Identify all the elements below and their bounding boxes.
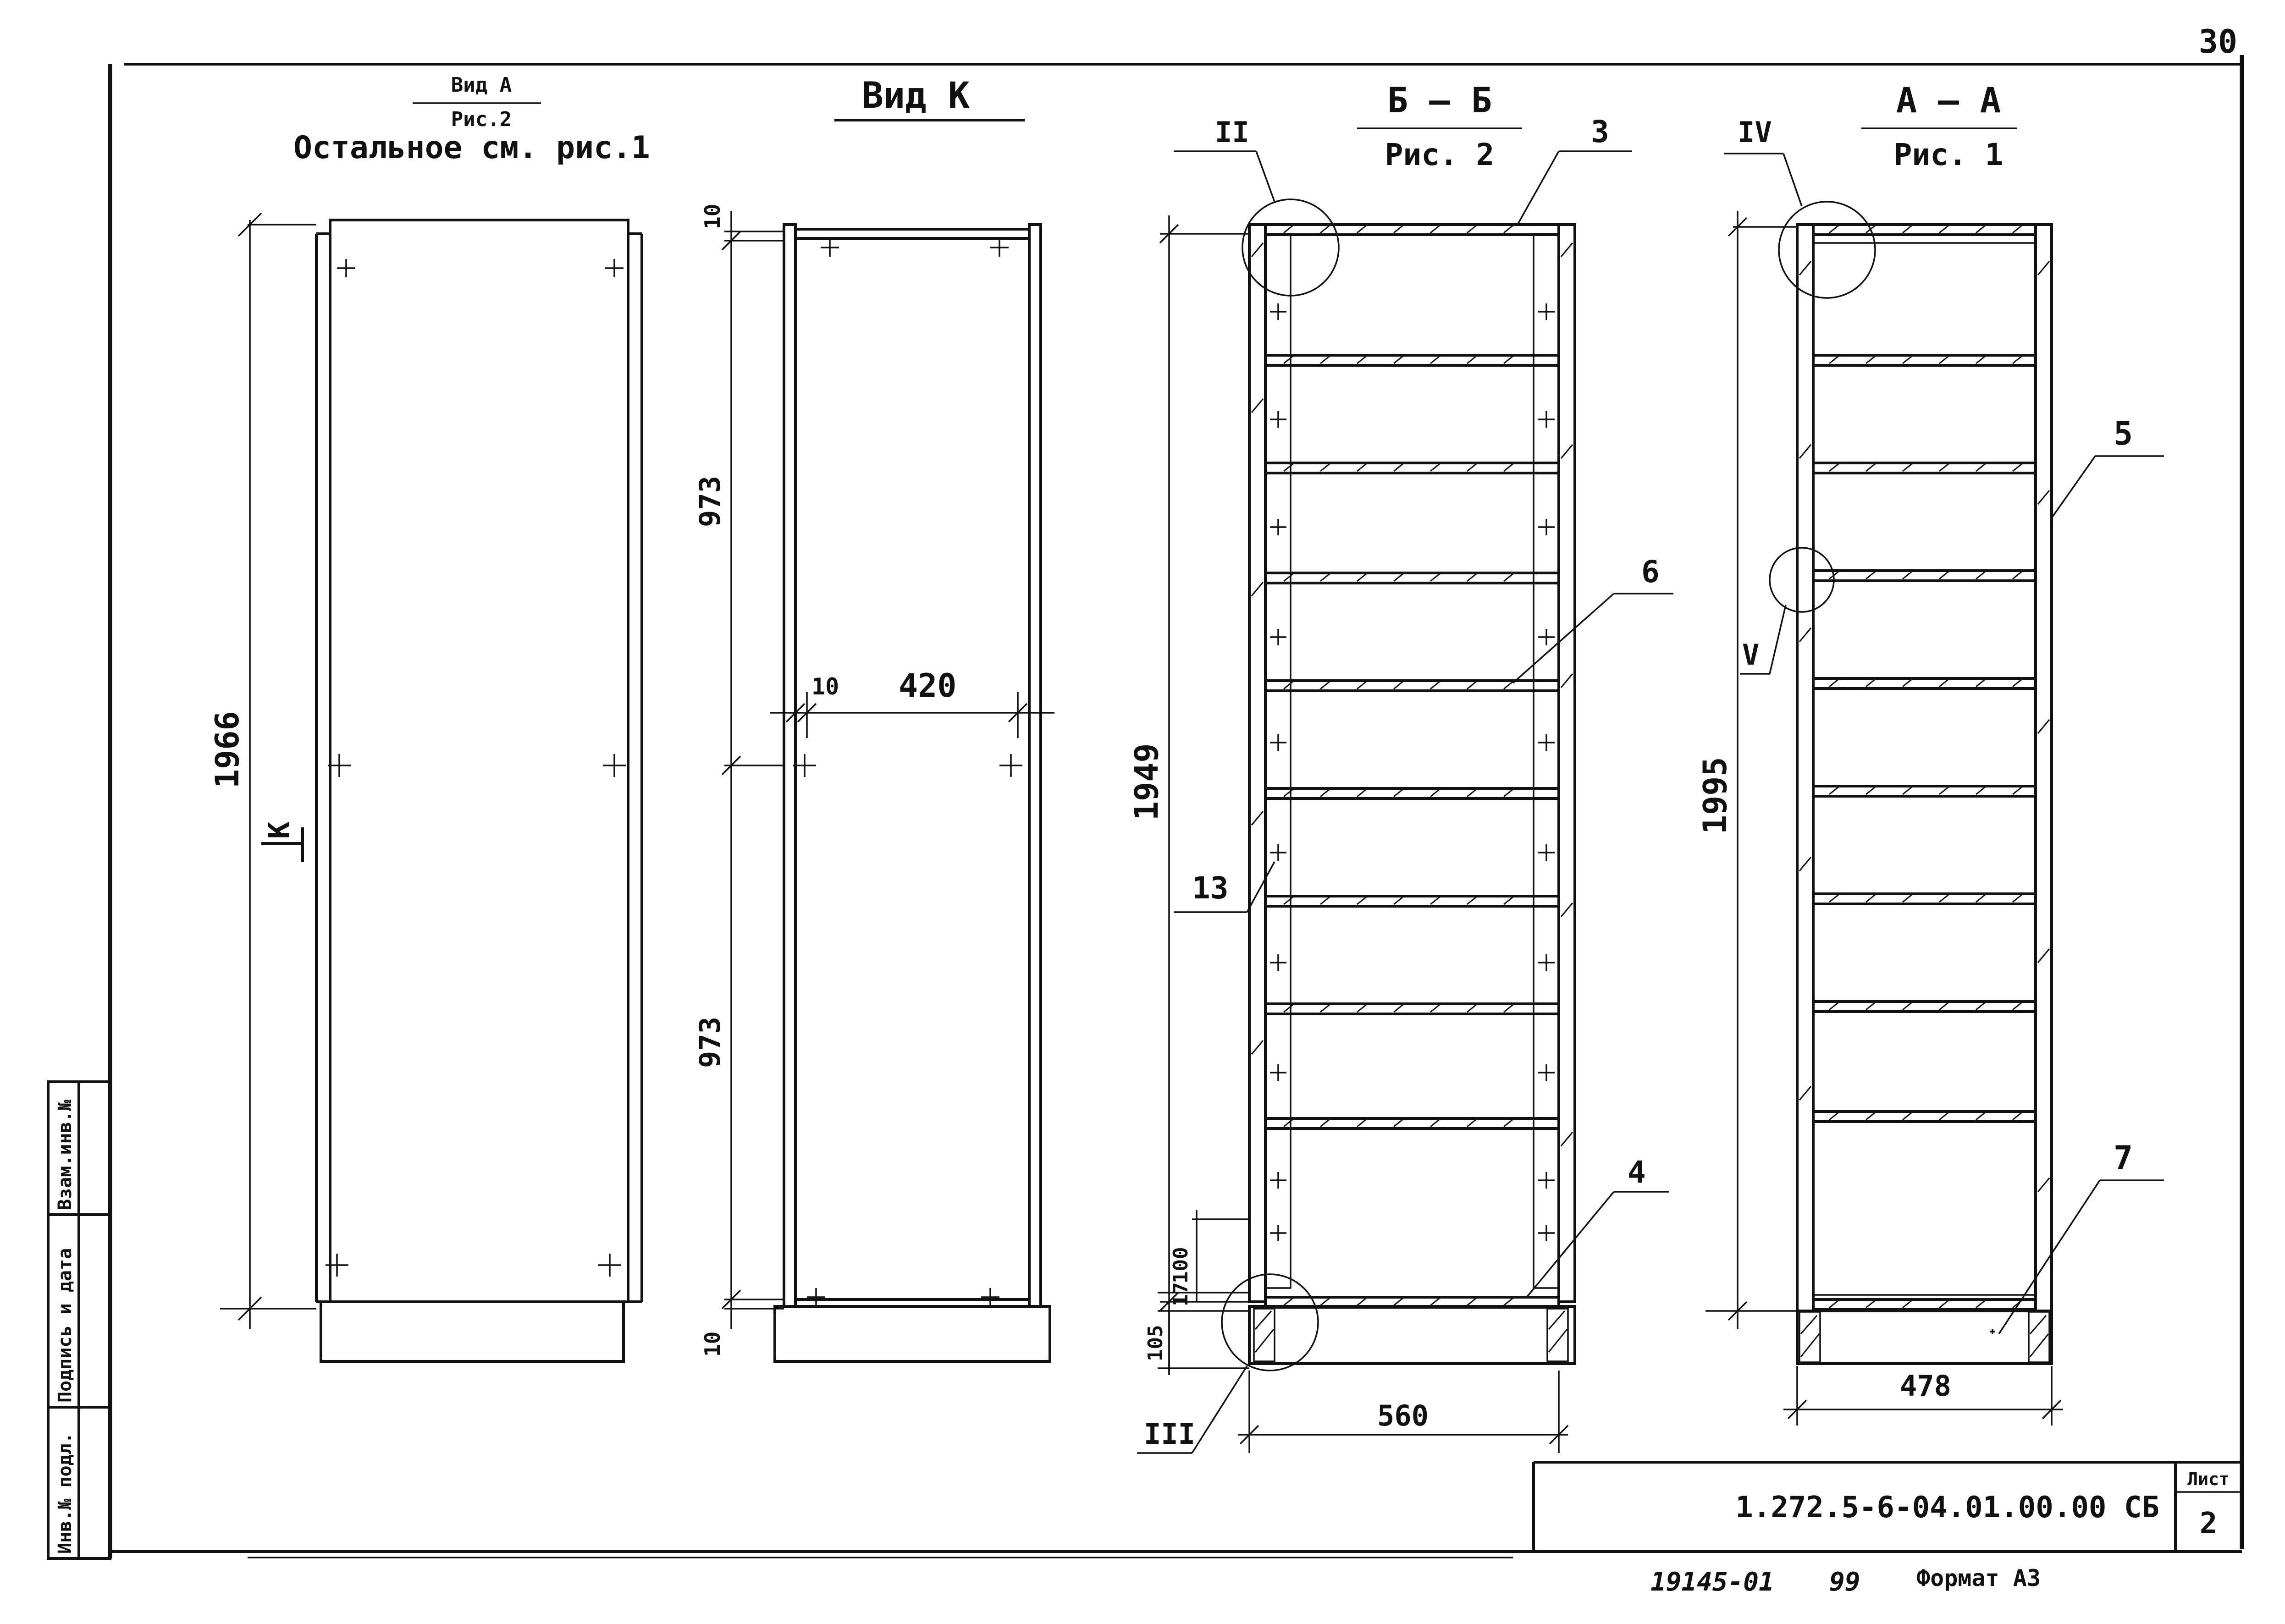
drawing-code: 1.272.5-6-04.01.00.00 СБ	[1735, 1491, 2159, 1525]
section-aa-callout-v: V	[1742, 638, 1759, 672]
section-aa-pos-5: 5	[2114, 415, 2133, 452]
archive-mid: 99	[1829, 1567, 1860, 1597]
format-label: Формат А3	[1916, 1565, 2041, 1591]
section-aa-subtitle: Рис. 1	[1894, 137, 2003, 172]
section-aa-dim-height: 1995	[1696, 757, 1734, 834]
section-bb-dim-height: 1949	[1128, 743, 1165, 820]
stamp-inv-podl: Инв.№ подл.	[55, 1432, 76, 1554]
section-bb-dim-105: 105	[1144, 1325, 1167, 1361]
view-a: Вид А Рис.2 Остальное см. рис.1 1966 К	[209, 73, 650, 1363]
view-a-title: Вид А	[451, 73, 512, 97]
view-k-dim-bottom: 10	[700, 1332, 725, 1357]
sheet-label: Лист	[2187, 1469, 2230, 1489]
section-bb-dim-17: 17	[1169, 1282, 1192, 1306]
view-a-arrow-label: К	[262, 821, 296, 839]
section-bb-pos-4: 4	[1628, 1155, 1646, 1190]
sheet-number: 2	[2200, 1507, 2218, 1541]
corner-mark: 30	[2199, 23, 2237, 61]
archive-number: 19145-01	[1650, 1567, 1774, 1597]
view-a-subtitle: Рис.2	[451, 108, 512, 131]
section-bb-pos-13: 13	[1192, 870, 1228, 906]
view-a-note: Остальное см. рис.1	[293, 130, 650, 166]
section-bb: Б – Б Рис. 2 II 3	[1128, 80, 1673, 1454]
view-k-fasteners	[793, 238, 1022, 1306]
title-block: 1.272.5-6-04.01.00.00 СБ Лист 2	[1532, 1461, 2242, 1552]
side-stamp: Взам.инв.№ Подпись и дата Инв.№ подл.	[47, 1080, 111, 1560]
sheet-frame	[108, 55, 2244, 1558]
view-k: Вид К 10 973 973 10	[693, 75, 1054, 1363]
view-a-dim-height: 1966	[209, 711, 246, 788]
view-k-dim-width: 420	[899, 667, 956, 705]
section-aa-dim-width: 478	[1900, 1369, 1951, 1403]
view-a-fasteners	[326, 259, 626, 1277]
stamp-vzam: Взам.инв.№	[55, 1100, 76, 1210]
section-bb-fasteners	[1270, 303, 1555, 1241]
section-bb-shelves	[1264, 223, 1560, 1309]
view-k-title: Вид К	[862, 75, 970, 116]
section-bb-subtitle: Рис. 2	[1385, 137, 1494, 172]
section-bb-pos-6: 6	[1641, 554, 1660, 589]
stamp-podpis: Подпись и дата	[55, 1248, 76, 1403]
view-k-dim-upper: 973	[693, 476, 727, 527]
section-aa-callout-iv: IV	[1738, 116, 1772, 149]
section-bb-dim-width: 560	[1377, 1399, 1429, 1432]
section-aa-pos-7: 7	[2114, 1139, 2133, 1177]
section-bb-callout-ii: II	[1215, 116, 1249, 149]
view-k-dim-top: 10	[700, 204, 725, 229]
view-k-dim-side: 10	[811, 673, 839, 700]
section-bb-callout-iii: III	[1144, 1417, 1195, 1451]
view-k-dim-lower: 973	[693, 1017, 727, 1068]
section-aa-shelves	[1812, 223, 2037, 1311]
section-bb-dim-100: 100	[1169, 1247, 1192, 1283]
section-bb-pos-3: 3	[1591, 114, 1609, 149]
section-aa: А – А Рис. 1 IV	[1696, 80, 2164, 1426]
section-bb-title: Б – Б	[1387, 80, 1492, 121]
section-aa-title: А – А	[1896, 80, 2001, 121]
